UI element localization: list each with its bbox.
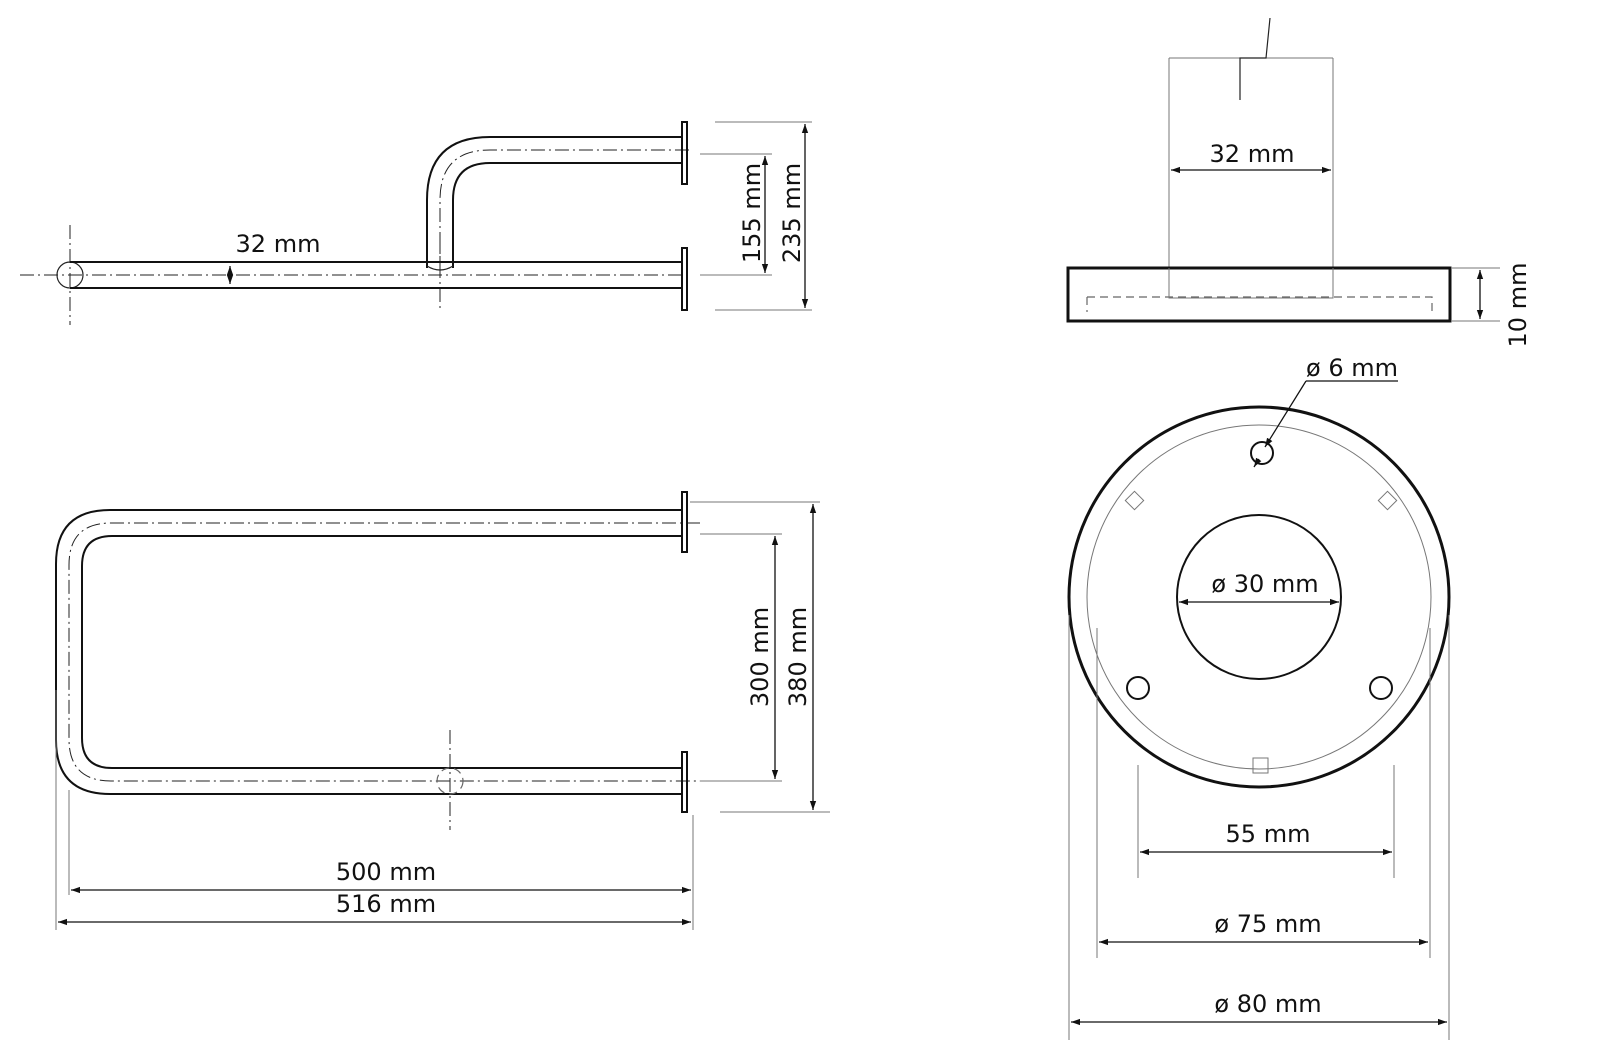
side-view: 32 mm 155 mm 235 mm	[20, 121, 812, 325]
section-tube-socket	[1168, 268, 1334, 299]
section-plate-thickness-label: 10 mm	[1504, 263, 1532, 348]
plan-screw-hole-right	[1369, 676, 1393, 700]
plan-screw-hole-leader	[1264, 380, 1307, 448]
plan-locator-left	[1124, 490, 1145, 511]
top-view-tube-outer	[55, 509, 682, 795]
top-view-outer-length-label: 516 mm	[336, 890, 436, 918]
flange-plan-view: ø 6 mm ø 30 mm 55 mm ø 75 mm ø 80 mm	[1067, 354, 1451, 1040]
top-view-inner-length-label: 500 mm	[336, 858, 436, 886]
top-view-bend-position-mark	[436, 767, 464, 795]
top-view-tube-inner	[81, 535, 682, 769]
plan-inner-diameter-label: ø 75 mm	[1214, 910, 1321, 938]
section-plate	[1066, 266, 1452, 323]
side-view-upper-flange	[681, 121, 688, 185]
side-view-inner-offset-label: 155 mm	[738, 163, 766, 263]
side-view-bent-tube-inner	[452, 162, 682, 268]
side-view-upper-centerline	[439, 149, 690, 270]
side-view-outer-offset-label: 235 mm	[778, 163, 806, 263]
plan-inner-rim	[1086, 424, 1432, 770]
plan-screw-hole-label: ø 6 mm	[1306, 354, 1398, 382]
top-view-tube-centerline	[68, 522, 700, 782]
side-view-lower-flange	[681, 247, 688, 311]
top-view-inner-depth-label: 300 mm	[746, 607, 774, 707]
top-view: 300 mm 380 mm 500 mm 516 mm	[55, 491, 830, 930]
plan-locator-bottom	[1252, 757, 1269, 774]
section-tube-diameter-label: 32 mm	[1210, 140, 1295, 168]
plan-center-hole	[1176, 514, 1342, 680]
side-view-bend-joint	[426, 265, 454, 271]
plan-screw-hole-leader-2	[1253, 457, 1262, 468]
top-view-upper-flange	[681, 491, 688, 553]
top-view-outer-depth-label: 380 mm	[784, 607, 812, 707]
plan-screw-hole-left	[1126, 676, 1150, 700]
side-view-bent-tube-outer	[426, 136, 682, 268]
plan-outer-rim	[1067, 405, 1451, 789]
plan-outer-diameter-label: ø 80 mm	[1214, 990, 1321, 1018]
plan-center-hole-label: ø 30 mm	[1211, 570, 1318, 598]
flange-section-view: 32 mm 10 mm	[1066, 17, 1532, 348]
plan-screw-hole-top	[1250, 441, 1274, 465]
plan-hole-spacing-label: 55 mm	[1226, 820, 1311, 848]
side-view-tube-diameter-label: 32 mm	[236, 230, 321, 258]
section-break-mark	[1239, 17, 1271, 100]
top-view-lower-flange	[681, 751, 688, 813]
section-plate-hidden-line	[1086, 296, 1433, 312]
plan-locator-right	[1377, 490, 1398, 511]
